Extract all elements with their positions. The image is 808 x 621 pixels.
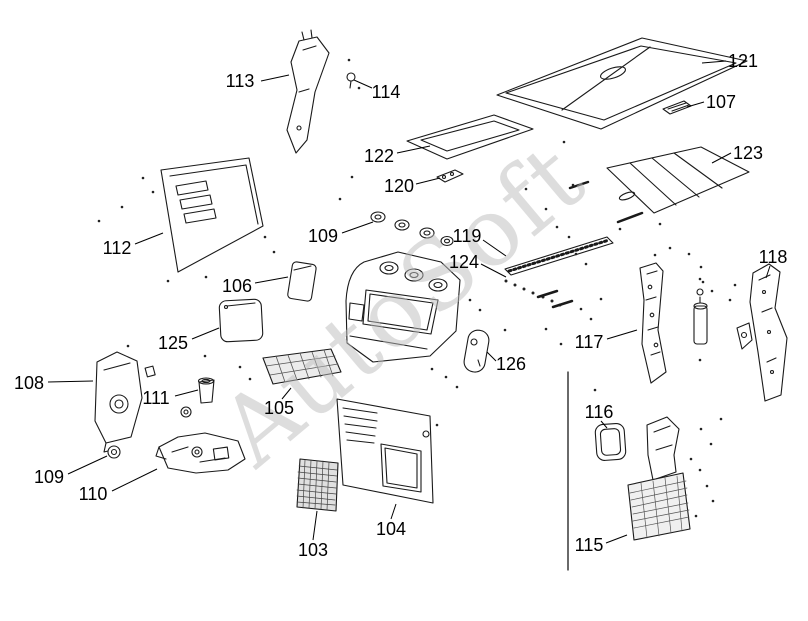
part-106-panel-shape bbox=[287, 261, 317, 302]
leader-line-119-9 bbox=[482, 239, 507, 257]
small-strips-shape bbox=[536, 180, 590, 309]
part-110-bracket-shape bbox=[155, 432, 246, 474]
part-107-clip-shape bbox=[662, 100, 692, 115]
part-122-frame-shape bbox=[406, 114, 534, 160]
part-label-112-7[interactable]: 112 bbox=[102, 238, 132, 258]
part-label-124-10[interactable]: 124 bbox=[448, 252, 480, 272]
part-108-trim-shape bbox=[94, 351, 156, 453]
leader-line-123-6 bbox=[711, 152, 732, 164]
part-109-grommet-lower-shape bbox=[107, 445, 121, 459]
part-label-119-9[interactable]: 119 bbox=[452, 226, 482, 246]
leader-line-126-15 bbox=[486, 351, 497, 362]
part-label-115-24[interactable]: 115 bbox=[574, 535, 604, 555]
leader-lines bbox=[47, 60, 771, 544]
leader-line-124-10 bbox=[480, 263, 507, 278]
part-label-121-2[interactable]: 121 bbox=[727, 51, 759, 71]
part-label-114-1[interactable]: 114 bbox=[371, 82, 401, 102]
part-label-109-20[interactable]: 109 bbox=[33, 467, 65, 487]
part-label-118-11[interactable]: 118 bbox=[758, 247, 788, 267]
part-115-panel-shape bbox=[627, 416, 691, 541]
leader-line-104-22 bbox=[390, 503, 397, 520]
leader-line-125-13 bbox=[191, 327, 220, 340]
part-label-116-19[interactable]: 116 bbox=[584, 402, 614, 422]
fastener-dots bbox=[97, 58, 737, 518]
leader-line-111-17 bbox=[174, 389, 199, 397]
part-104-panel-shape bbox=[336, 398, 434, 504]
leader-line-114-1 bbox=[353, 79, 373, 89]
part-105-mesh-shape bbox=[262, 348, 342, 385]
leader-line-108-16 bbox=[47, 380, 94, 383]
leader-line-107-3 bbox=[686, 101, 705, 108]
part-121-roof-headliner-shape bbox=[496, 37, 748, 130]
part-label-109-8[interactable]: 109 bbox=[307, 226, 339, 246]
part-label-123-6[interactable]: 123 bbox=[732, 143, 764, 163]
part-126-plate-shape bbox=[463, 329, 490, 373]
leader-line-121-2 bbox=[701, 60, 727, 64]
part-label-108-16[interactable]: 108 bbox=[13, 373, 45, 393]
leader-line-110-21 bbox=[111, 468, 158, 492]
part-label-103-23[interactable]: 103 bbox=[297, 540, 329, 560]
part-label-110-21[interactable]: 110 bbox=[78, 484, 108, 504]
part-103-grille-shape bbox=[296, 458, 339, 512]
part-124-fasteners-shape bbox=[504, 279, 562, 307]
part-label-104-22[interactable]: 104 bbox=[375, 519, 407, 539]
part-116-bezel-shape bbox=[594, 422, 627, 461]
part-125-panel-shape bbox=[218, 298, 264, 343]
leader-line-118-11 bbox=[765, 265, 771, 279]
leader-line-122-4 bbox=[396, 145, 431, 154]
part-119-strip-shape bbox=[504, 236, 614, 276]
part-109-grommets-shape bbox=[370, 211, 454, 247]
part-label-106-12[interactable]: 106 bbox=[221, 276, 253, 296]
leader-line-112-7 bbox=[134, 232, 164, 245]
part-113-pillar-trim-shape bbox=[286, 29, 330, 154]
part-label-120-5[interactable]: 120 bbox=[383, 176, 415, 196]
leader-line-115-24 bbox=[605, 534, 628, 544]
part-label-126-15[interactable]: 126 bbox=[495, 354, 527, 374]
part-label-111-17[interactable]: 111 bbox=[142, 388, 170, 408]
part-label-122-4[interactable]: 122 bbox=[363, 146, 395, 166]
leader-line-116-19 bbox=[600, 420, 608, 429]
part-120-bracket-shape bbox=[436, 169, 464, 183]
leader-line-103-23 bbox=[312, 510, 318, 541]
part-label-113-0[interactable]: 113 bbox=[225, 71, 255, 91]
part-label-125-13[interactable]: 125 bbox=[157, 333, 189, 353]
leader-line-120-5 bbox=[415, 177, 441, 185]
part-118-pillar-shape bbox=[749, 263, 788, 402]
leader-line-106-12 bbox=[254, 276, 289, 284]
part-114-fastener-shape bbox=[346, 72, 356, 89]
part-label-105-18[interactable]: 105 bbox=[263, 398, 295, 418]
part-123-ribbed-panel-shape bbox=[606, 146, 750, 224]
leader-line-117-14 bbox=[606, 329, 638, 340]
center-tray-shape bbox=[345, 251, 461, 363]
part-112-panel-shape bbox=[160, 157, 264, 273]
leader-line-109-8 bbox=[341, 221, 374, 234]
part-117-pillar-shape bbox=[639, 262, 753, 384]
leader-line-113-0 bbox=[260, 74, 290, 82]
part-label-117-14[interactable]: 117 bbox=[574, 332, 604, 352]
leader-line-109-20 bbox=[67, 455, 108, 475]
part-label-107-3[interactable]: 107 bbox=[705, 92, 737, 112]
part-111-cup-shape bbox=[180, 377, 215, 418]
leader-line-105-18 bbox=[281, 387, 292, 400]
